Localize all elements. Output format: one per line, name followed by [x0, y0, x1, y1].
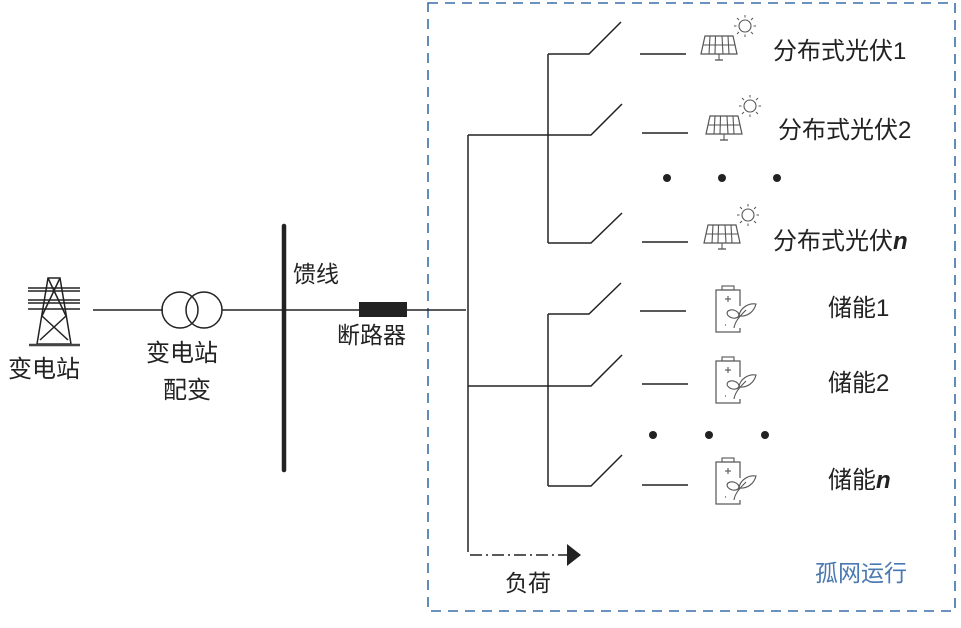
- pv-switch-1[interactable]: [548, 21, 622, 55]
- storage-label-1: 储能1: [828, 296, 889, 321]
- island-boundary: [427, 2, 956, 612]
- pv-switch-2[interactable]: [548, 103, 623, 136]
- storage-switch-1[interactable]: [548, 282, 622, 315]
- transformer-label-line1: 变电站: [146, 339, 218, 367]
- storage-switch-n[interactable]: [548, 454, 623, 487]
- storage-name: 储能: [828, 466, 876, 494]
- load-arrow-icon: [567, 544, 581, 566]
- pv-label-1: 分布式光伏1: [773, 39, 906, 64]
- battery-storage-icon: [715, 457, 757, 505]
- substation-label: 变电站: [8, 355, 80, 383]
- solar-panel-icon: [700, 14, 757, 61]
- storage-switch-2[interactable]: [548, 354, 623, 387]
- pv-name: 分布式光伏: [773, 227, 893, 255]
- transmission-tower-icon: [28, 277, 80, 347]
- battery-storage-icon: [715, 285, 757, 333]
- pv-index: 2: [898, 117, 912, 144]
- storage-name: 储能: [828, 294, 876, 322]
- pv-name: 分布式光伏: [773, 37, 893, 65]
- solar-panel-icon: [705, 94, 762, 141]
- storage-label-n: 储能n: [828, 468, 891, 493]
- storage-name: 储能: [828, 369, 876, 397]
- solar-panel-icon: [703, 203, 760, 250]
- breaker-label: 断路器: [337, 323, 406, 349]
- storage-index: 1: [876, 295, 890, 322]
- pv-switch-n[interactable]: [548, 212, 623, 244]
- feeder-label: 馈线: [293, 262, 339, 288]
- transformer-icon: [161, 291, 223, 329]
- pv-ellipsis: [663, 174, 781, 182]
- transformer-label-line2: 配变: [163, 376, 211, 404]
- storage-label-2: 储能2: [828, 371, 889, 396]
- pv-name: 分布式光伏: [778, 116, 898, 144]
- storage-ellipsis: [649, 431, 769, 439]
- pv-index: n: [893, 228, 908, 255]
- circuit-breaker[interactable]: [359, 302, 407, 317]
- island-mode-label: 孤网运行: [815, 561, 907, 587]
- pv-label-n: 分布式光伏n: [773, 229, 908, 254]
- storage-index: 2: [876, 370, 890, 397]
- storage-index: n: [876, 467, 891, 494]
- battery-storage-icon: [715, 356, 757, 404]
- pv-index: 1: [893, 38, 907, 65]
- load-label: 负荷: [505, 571, 551, 597]
- pv-label-2: 分布式光伏2: [778, 118, 911, 143]
